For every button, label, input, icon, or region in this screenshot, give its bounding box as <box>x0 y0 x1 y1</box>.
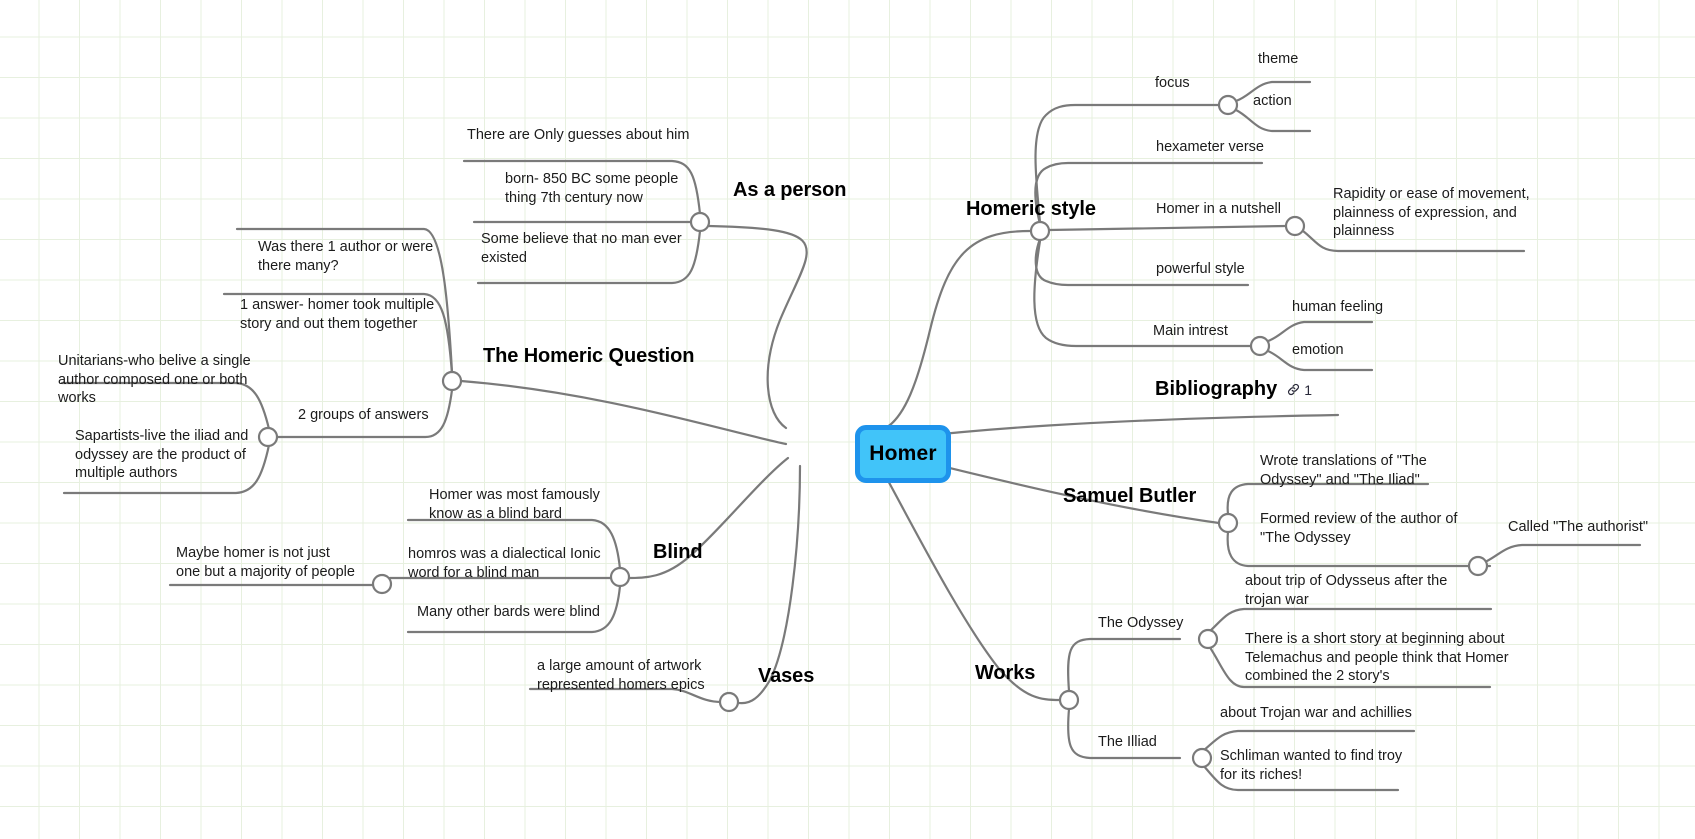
node-emotion[interactable]: emotion <box>1292 342 1344 358</box>
joint-homeric-style <box>1029 220 1051 242</box>
node-artwork-homers-epics[interactable]: a large amount of artwork represented ho… <box>537 658 705 693</box>
node-unitarians[interactable]: Unitarians-who belive a single author co… <box>58 353 251 407</box>
joint-samuel-butler <box>1217 512 1239 534</box>
node-homer-in-a-nutshell[interactable]: Homer in a nutshell <box>1156 201 1281 217</box>
node-human-feeling[interactable]: human feeling <box>1292 299 1384 315</box>
node-the-odyssey[interactable]: The Odyssey <box>1098 615 1184 631</box>
node-formed-review[interactable]: Formed review of the author of "The Odys… <box>1260 511 1458 546</box>
node-powerful-style[interactable]: powerful style <box>1156 261 1245 277</box>
joint-as-a-person <box>689 211 711 233</box>
joint-nutshell <box>1284 215 1306 237</box>
node-schliman-find-troy[interactable]: Schliman wanted to find troy for its ric… <box>1220 748 1403 783</box>
root-label: Homer <box>869 442 937 465</box>
node-born-850-bc[interactable]: born- 850 BC some people thing 7th centu… <box>505 171 679 206</box>
branch-label-bibliography[interactable]: Bibliography 1 <box>1155 378 1312 401</box>
node-many-other-bards-blind[interactable]: Many other bards were blind <box>417 604 600 620</box>
node-about-trojan-war-achillies[interactable]: about Trojan war and achillies <box>1220 705 1412 721</box>
node-no-man-ever-existed[interactable]: Some believe that no man ever existed <box>481 231 682 266</box>
node-hexameter-verse[interactable]: hexameter verse <box>1156 139 1264 155</box>
node-the-illiad[interactable]: The Illiad <box>1098 734 1157 750</box>
joint-homeric-question <box>441 370 463 392</box>
node-called-the-authorist[interactable]: Called "The authorist" <box>1508 519 1649 535</box>
node-rapidity-plainness[interactable]: Rapidity or ease of movement, plainness … <box>1333 186 1530 240</box>
node-2-groups-of-answers[interactable]: 2 groups of answers <box>298 407 429 423</box>
node-was-there-1-author[interactable]: Was there 1 author or were there many? <box>258 239 434 274</box>
node-short-story-telemachus[interactable]: There is a short story at beginning abou… <box>1245 631 1509 685</box>
node-trip-of-odysseus[interactable]: about trip of Odysseus after the trojan … <box>1245 573 1448 608</box>
node-guesses-about-him[interactable]: There are Only guesses about him <box>467 127 690 143</box>
joint-illiad <box>1191 747 1213 769</box>
branch-label-works[interactable]: Works <box>975 662 1036 684</box>
node-action[interactable]: action <box>1253 93 1292 109</box>
branch-label-samuel-butler[interactable]: Samuel Butler <box>1063 485 1197 507</box>
link-icon <box>1286 382 1301 397</box>
node-wrote-translations[interactable]: Wrote translations of "The Odyssey" and … <box>1260 453 1427 488</box>
joint-works <box>1058 689 1080 711</box>
bibliography-link-badge[interactable]: 1 <box>1286 382 1312 398</box>
node-sapartists[interactable]: Sapartists-live the iliad and odyssey ar… <box>75 428 249 482</box>
node-theme[interactable]: theme <box>1258 51 1299 67</box>
branch-label-homeric-question[interactable]: The Homeric Question <box>483 345 695 367</box>
node-homros-ionic-word[interactable]: homros was a dialectical Ionic word for … <box>408 546 601 581</box>
node-main-intrest[interactable]: Main intrest <box>1153 323 1228 339</box>
branch-label-vases[interactable]: Vases <box>758 665 815 687</box>
node-maybe-homer-majority[interactable]: Maybe homer is not just one but a majori… <box>176 545 355 580</box>
branch-label-blind[interactable]: Blind <box>653 541 703 563</box>
joint-odyssey <box>1197 628 1219 650</box>
node-1-answer-homer-took-multiple[interactable]: 1 answer- homer took multiple story and … <box>240 297 435 332</box>
root-node-homer[interactable]: Homer <box>855 425 951 483</box>
bibliography-label: Bibliography <box>1155 378 1278 400</box>
branch-label-as-a-person[interactable]: As a person <box>733 179 847 201</box>
joint-vases <box>718 691 740 713</box>
bibliography-link-count: 1 <box>1304 381 1313 398</box>
joint-focus <box>1217 94 1239 116</box>
node-blind-bard[interactable]: Homer was most famously know as a blind … <box>429 487 600 522</box>
node-focus[interactable]: focus <box>1155 75 1190 91</box>
branch-label-homeric-style[interactable]: Homeric style <box>966 198 1096 220</box>
